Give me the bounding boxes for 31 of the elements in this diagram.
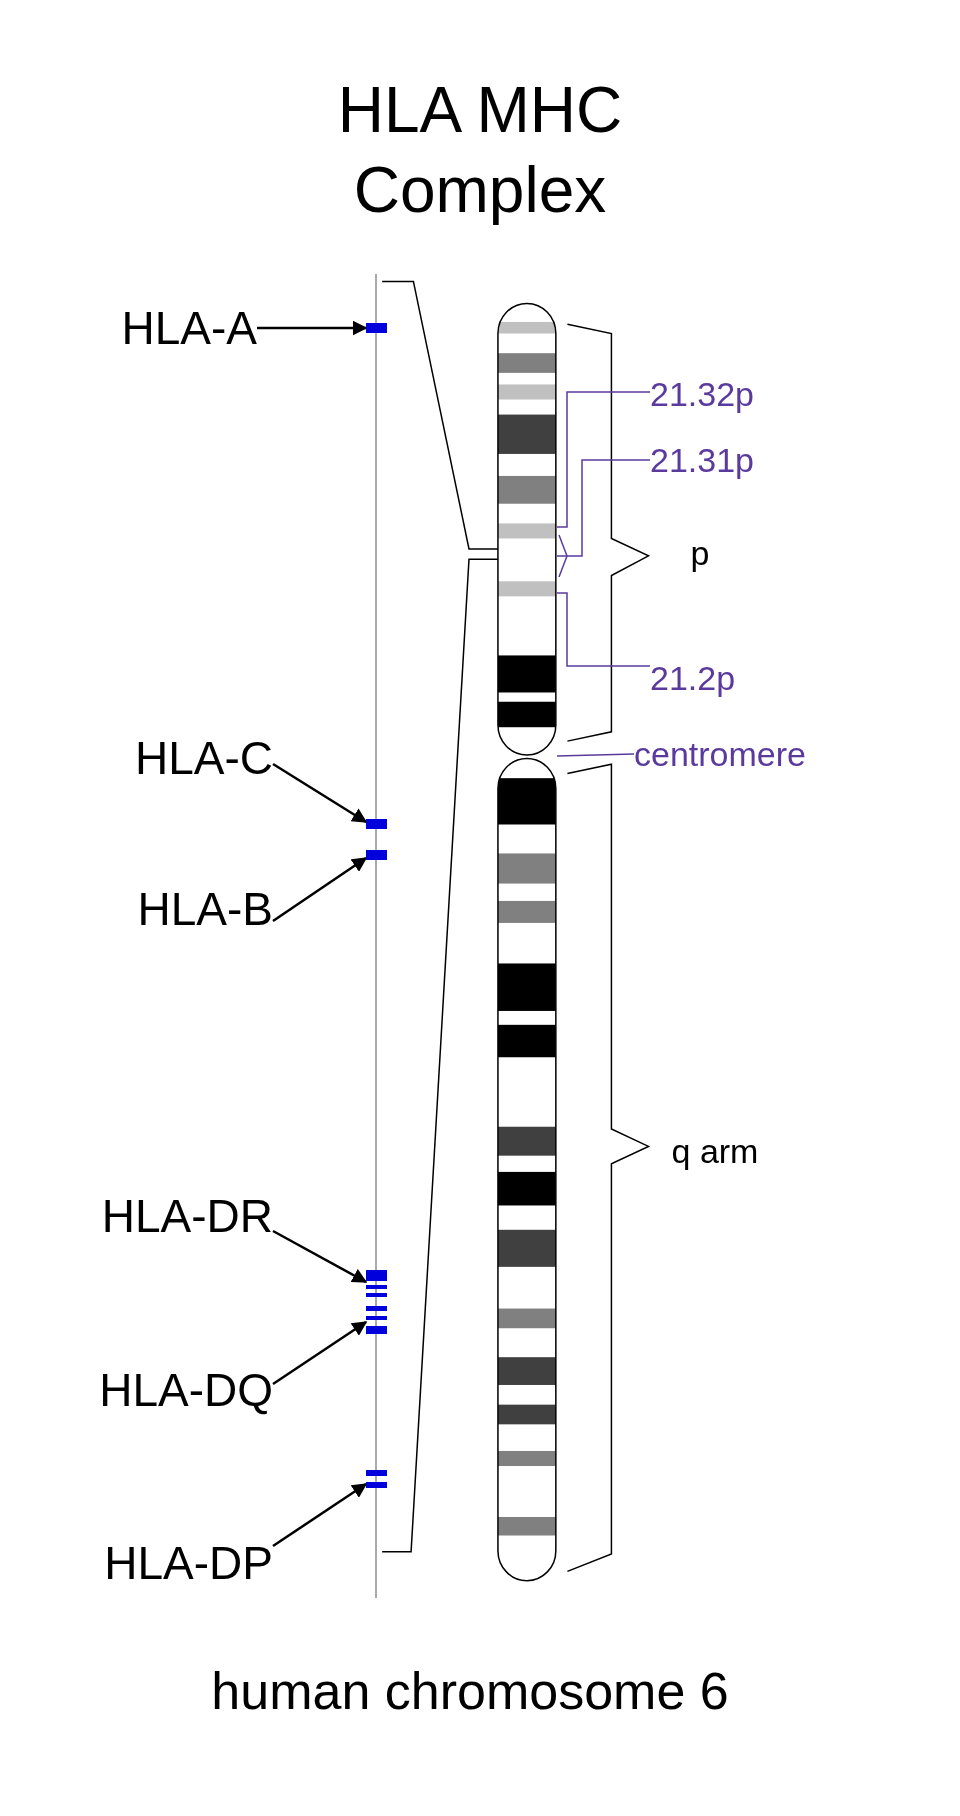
gene-label: HLA-DR [33, 1188, 273, 1244]
leader-line [556, 592, 651, 667]
gene-label: HLA-DQ [33, 1362, 273, 1418]
title: HLA MHC Complex [336, 73, 624, 228]
arrow [272, 856, 368, 923]
leader-line [556, 753, 635, 757]
leader-line [556, 459, 651, 557]
arm-label: p [689, 533, 711, 574]
gene-label: HLA-DP [33, 1535, 273, 1591]
gene-marker [366, 819, 387, 829]
arrow [272, 762, 368, 824]
band-label: 21.32p [650, 372, 800, 416]
gene-marker [366, 1306, 387, 1334]
gene-marker [366, 850, 387, 860]
gene-label: HLA-B [73, 881, 273, 937]
gene-marker [366, 1470, 387, 1488]
band-label: centromere [634, 732, 874, 776]
arrow [272, 1229, 368, 1284]
gene-label: HLA-C [73, 730, 273, 786]
band-label: 21.31p [650, 438, 800, 482]
gene-label: HLA-A [57, 300, 257, 356]
arm-label: q arm [670, 1131, 760, 1172]
arrow [257, 320, 368, 336]
arrow [272, 1482, 368, 1548]
chromosome-drawing [497, 302, 557, 1582]
caption: human chromosome 6 [210, 1661, 730, 1722]
gene-marker [366, 323, 387, 333]
gene-marker [366, 1270, 387, 1298]
band-label: 21.2p [650, 656, 800, 700]
leader-line [556, 391, 651, 528]
arrow [272, 1320, 368, 1386]
